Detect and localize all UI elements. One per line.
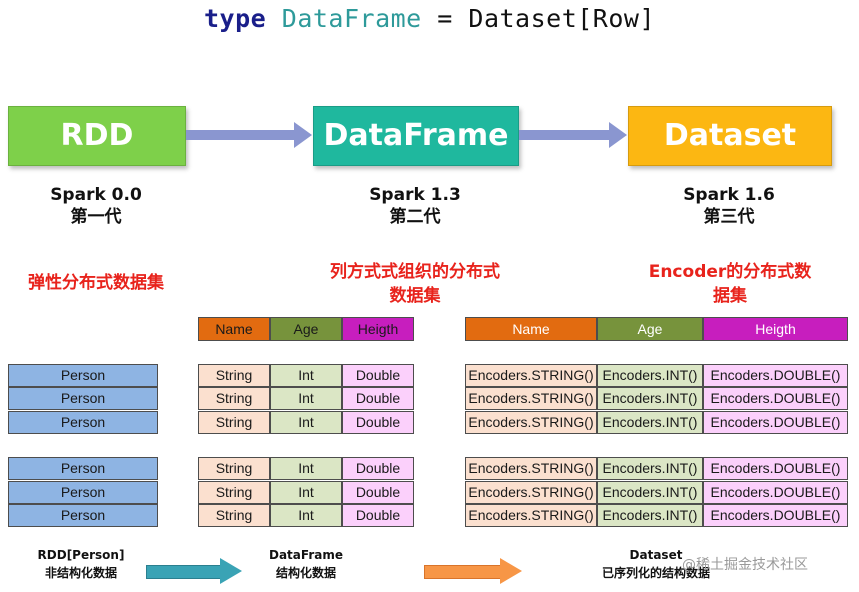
code-line: type DataFrame = Dataset[Row] (0, 4, 859, 33)
dataset-row-5-age: Encoders.INT() (597, 481, 703, 504)
dataset-row-4-age: Encoders.INT() (597, 457, 703, 480)
dataframe-header-name: Name (198, 317, 270, 341)
bottom-dataset-subtitle: 已序列化的结构数据 (601, 566, 710, 580)
dataset-row-4-heigth: Encoders.DOUBLE() (703, 457, 848, 480)
bottom-dataframe-subtitle: 结构化数据 (275, 566, 336, 580)
rdd-version-text: Spark 0.0 (50, 185, 142, 205)
dataframe-header-age: Age (270, 317, 342, 341)
dataframe-row-5-age: Int (270, 481, 342, 504)
rdd-row-6: Person (8, 504, 158, 527)
dataset-header-age: Age (597, 317, 703, 341)
dataframe-version-text: Spark 1.3 (369, 185, 461, 205)
rdd-row-1: Person (8, 364, 158, 387)
dataframe-box: DataFrame (313, 106, 519, 166)
dataset-generation: 第三代 (703, 207, 755, 227)
dataframe-row-2-heigth: Double (342, 387, 414, 410)
dataset-row-6-age: Encoders.INT() (597, 504, 703, 527)
dataset-row-4-name: Encoders.STRING() (465, 457, 597, 480)
dataframe-row-4-age: Int (270, 457, 342, 480)
dataset-row-2-age: Encoders.INT() (597, 387, 703, 410)
dataframe-row-4-heigth: Double (342, 457, 414, 480)
rdd-row-3: Person (8, 411, 158, 434)
bottom-arrow-blue-body (146, 565, 222, 579)
dataset-box-label: Dataset (663, 118, 797, 153)
dataframe-row-3-age: Int (270, 411, 342, 434)
dataset-row-5-name: Encoders.STRING() (465, 481, 597, 504)
dataset-header-heigth: Heigth (703, 317, 848, 341)
bottom-arrow-orange-body (424, 565, 502, 579)
bottom-dataframe-title: DataFrame (269, 548, 343, 562)
dataframe-row-5-heigth: Double (342, 481, 414, 504)
bottom-rdd-label: RDD[Person] 非结构化数据 (18, 546, 144, 582)
bottom-arrow-orange-head (500, 558, 522, 584)
dataset-row-1-age: Encoders.INT() (597, 364, 703, 387)
code-type-name: DataFrame (281, 4, 422, 33)
dataframe-row-2-name: String (198, 387, 270, 410)
rdd-row-5: Person (8, 481, 158, 504)
dataset-row-5-heigth: Encoders.DOUBLE() (703, 481, 848, 504)
arrow-dataframe-to-dataset (519, 122, 627, 148)
dataframe-row-4-name: String (198, 457, 270, 480)
dataframe-row-3-heigth: Double (342, 411, 414, 434)
rdd-generation: 第一代 (70, 207, 122, 227)
code-keyword: type (203, 4, 267, 33)
arrow-rdd-to-dataframe (186, 122, 312, 148)
dataset-version-text: Spark 1.6 (683, 185, 775, 205)
dataframe-version: Spark 1.3 第二代 (313, 184, 517, 228)
bottom-arrow-blue (146, 558, 242, 584)
dataset-description-line-1: Encoder的分布式数 (648, 262, 812, 282)
dataframe-row-6-heigth: Double (342, 504, 414, 527)
dataframe-description: 列方式式组织的分布式 数据集 (305, 260, 525, 308)
dataframe-row-6-age: Int (270, 504, 342, 527)
dataset-row-1-name: Encoders.STRING() (465, 364, 597, 387)
watermark: @稀土掘金技术社区 (682, 557, 808, 573)
dataset-header-name: Name (465, 317, 597, 341)
bottom-arrow-blue-head (220, 558, 242, 584)
bottom-dataset-title: Dataset (629, 548, 683, 562)
dataframe-row-1-name: String (198, 364, 270, 387)
bottom-dataset-label: Dataset 已序列化的结构数据 (586, 546, 726, 582)
dataframe-description-line-2: 数据集 (389, 286, 441, 306)
dataframe-row-1-heigth: Double (342, 364, 414, 387)
rdd-description-line: 弹性分布式数据集 (28, 273, 164, 293)
rdd-version: Spark 0.0 第一代 (8, 184, 184, 228)
dataframe-description-line-1: 列方式式组织的分布式 (330, 262, 500, 282)
dataframe-row-5-name: String (198, 481, 270, 504)
dataframe-row-6-name: String (198, 504, 270, 527)
dataset-version: Spark 1.6 第三代 (628, 184, 830, 228)
dataset-row-2-name: Encoders.STRING() (465, 387, 597, 410)
dataset-description-line-2: 据集 (713, 286, 747, 306)
rdd-row-4: Person (8, 457, 158, 480)
bottom-dataframe-label: DataFrame 结构化数据 (246, 546, 366, 582)
dataframe-row-1-age: Int (270, 364, 342, 387)
dataset-row-3-heigth: Encoders.DOUBLE() (703, 411, 848, 434)
dataframe-header-heigth: Heigth (342, 317, 414, 341)
dataset-row-3-name: Encoders.STRING() (465, 411, 597, 434)
code-rest: = Dataset[Row] (421, 4, 656, 33)
rdd-row-2: Person (8, 387, 158, 410)
dataset-row-6-name: Encoders.STRING() (465, 504, 597, 527)
rdd-description: 弹性分布式数据集 (6, 271, 186, 295)
rdd-box: RDD (8, 106, 186, 166)
dataset-row-6-heigth: Encoders.DOUBLE() (703, 504, 848, 527)
bottom-rdd-title: RDD[Person] (37, 548, 125, 562)
dataframe-box-label: DataFrame (323, 118, 509, 153)
dataframe-row-2-age: Int (270, 387, 342, 410)
bottom-rdd-subtitle: 非结构化数据 (44, 566, 117, 580)
dataset-row-1-heigth: Encoders.DOUBLE() (703, 364, 848, 387)
dataset-box: Dataset (628, 106, 832, 166)
dataframe-generation: 第二代 (389, 207, 441, 227)
dataset-row-3-age: Encoders.INT() (597, 411, 703, 434)
rdd-box-label: RDD (60, 118, 134, 153)
dataset-description: Encoder的分布式数 据集 (625, 260, 835, 308)
dataset-row-2-heigth: Encoders.DOUBLE() (703, 387, 848, 410)
bottom-arrow-orange (424, 558, 522, 584)
dataframe-row-3-name: String (198, 411, 270, 434)
